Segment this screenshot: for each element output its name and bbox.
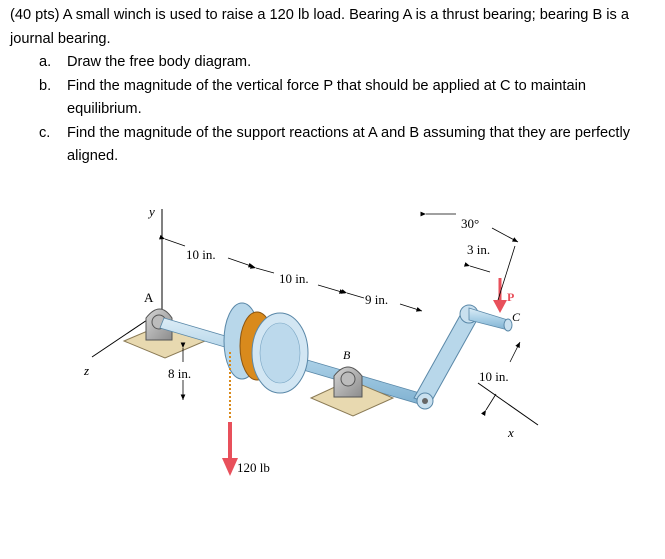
- problem-parts: a. Draw the free body diagram. b. Find the…: [10, 51, 660, 169]
- label-load: 120 lb: [237, 460, 270, 475]
- part-b-mark: b.: [39, 77, 52, 94]
- drum: [223, 302, 309, 420]
- dim-10in-2: 10 in.: [279, 271, 309, 286]
- axis-z-label: z: [83, 363, 89, 378]
- crank: [413, 304, 513, 410]
- axis-y-label: y: [147, 204, 155, 219]
- part-c-text: Find the magnitude of the support reacti…: [67, 124, 631, 165]
- part-c: c. Find the magnitude of the support reac…: [10, 122, 660, 169]
- dim-30-deg: 30°: [461, 216, 479, 231]
- dim-10in-1: 10 in.: [186, 247, 216, 262]
- part-a: a. Draw the free body diagram.: [10, 51, 660, 75]
- problem-intro: (40 pts) A small winch is used to raise …: [10, 7, 629, 47]
- problem-statement: (40 pts) A small winch is used to raise …: [10, 4, 660, 169]
- dimension-lines: [158, 211, 521, 417]
- bearing-b: [309, 366, 395, 417]
- label-b: B: [343, 348, 351, 362]
- dim-10in-crank: 10 in.: [479, 369, 509, 384]
- label-c: C: [512, 310, 521, 324]
- dim-8in: 8 in.: [168, 366, 191, 381]
- part-a-text: Draw the free body diagram.: [67, 54, 252, 70]
- part-a-mark: a.: [39, 54, 52, 70]
- force-p-head: [493, 300, 507, 313]
- part-b-text: Find the magnitude of the vertical force…: [67, 77, 586, 118]
- load-arrow-head: [222, 458, 238, 476]
- part-b: b. Find the magnitude of the vertical for…: [10, 75, 660, 122]
- label-a: A: [144, 290, 154, 305]
- dim-9in: 9 in.: [365, 292, 388, 307]
- dim-3in: 3 in.: [467, 242, 490, 257]
- part-c-mark: c.: [39, 124, 51, 141]
- label-p: P: [507, 290, 514, 304]
- axis-x-label: x: [507, 425, 514, 440]
